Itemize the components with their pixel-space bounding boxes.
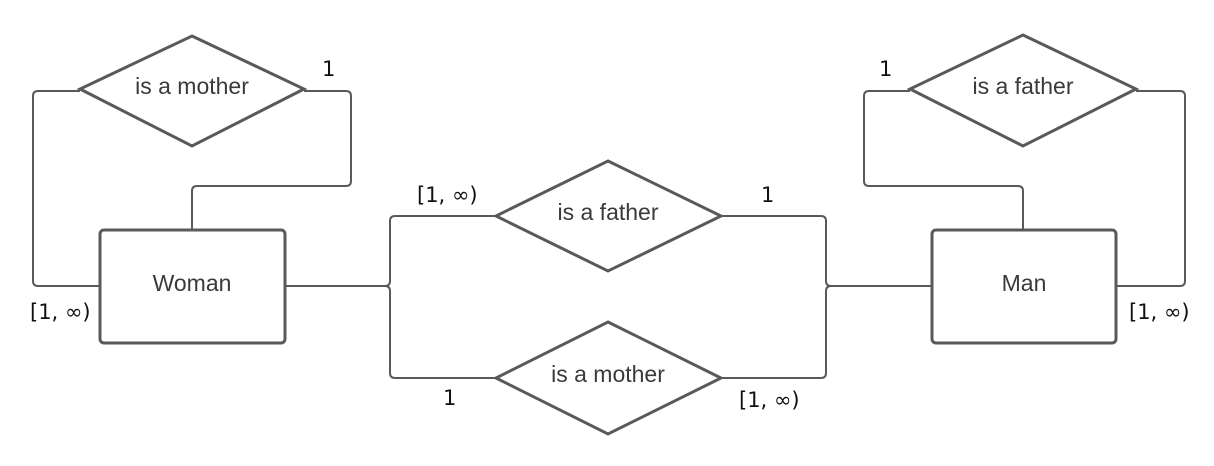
diamond-shape [492,159,725,273]
connector-man-father-right [1116,90,1186,287]
relationship-label: is a father [558,199,659,225]
cardinality-man-self-top: 1 [879,57,892,81]
cardinality-mother-link-left: 1 [443,386,456,410]
connector-mother-to-branch [721,285,832,379]
entity-woman[interactable]: Woman [98,228,287,345]
relationship-label: is a father [973,73,1074,99]
connector-branch-to-mother [384,285,496,379]
cardinality-mother-link-right: [1, ∞) [739,388,800,412]
diamond-shape [76,34,308,148]
connector-father-to-branch [721,215,832,287]
entity-box [98,228,287,345]
entity-label: Man [1002,270,1047,296]
connector-branch-to-father [384,215,496,287]
cardinality-woman-self-top: 1 [322,57,335,81]
relationship-father-link[interactable]: is a father [492,159,725,273]
connector-woman-mother-left [32,90,100,287]
connector-man-father-left [863,90,1024,230]
relationship-woman-self[interactable]: is a mother [76,34,308,148]
cardinality-father-link-left: [1, ∞) [417,183,478,207]
relationship-mother-link[interactable]: is a mother [492,320,725,436]
relationship-label: is a mother [135,73,249,99]
diamond-shape [492,320,725,436]
diamond-shape [906,33,1140,148]
connectors [32,90,1186,379]
cardinality-father-link-right: 1 [761,183,774,207]
connector-woman-mother-right [191,90,352,230]
relationship-label: is a mother [551,361,665,387]
entity-man[interactable]: Man [930,228,1118,345]
entity-box [930,228,1118,345]
relationship-man-self[interactable]: is a father [906,33,1140,148]
cardinality-woman-self-bottom: [1, ∞) [30,300,91,324]
cardinality-man-self-bottom: [1, ∞) [1129,300,1190,324]
entity-label: Woman [153,270,232,296]
